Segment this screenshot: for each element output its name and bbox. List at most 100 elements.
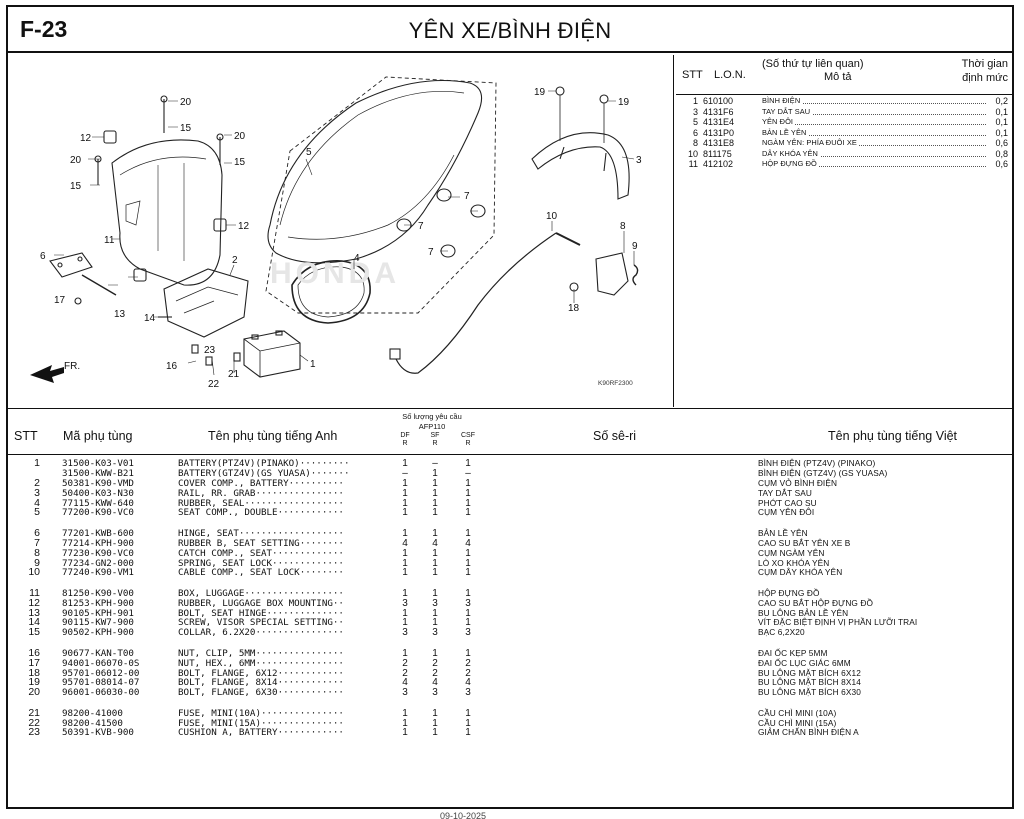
callout-23: 23 bbox=[204, 345, 216, 356]
callout-7c: 7 bbox=[428, 247, 434, 258]
part-qty-csf: 3 bbox=[465, 627, 471, 639]
labor-leader-dots bbox=[762, 134, 986, 136]
labor-header-related: (Số thứ tự liên quan) bbox=[762, 58, 864, 70]
part-name-en: COVER COMP., BATTERY·········· bbox=[178, 477, 344, 489]
luggage-box bbox=[111, 139, 223, 286]
part-stt: 8 bbox=[34, 546, 40, 559]
part-qty-sf: 2 bbox=[432, 667, 438, 679]
part-number: 31500-KWW-B21 bbox=[62, 467, 134, 479]
part-qty-sf: 1 bbox=[432, 617, 438, 629]
labor-desc: HỘP ĐỰNG ĐỒ bbox=[762, 159, 819, 170]
labor-leader-dots bbox=[762, 155, 986, 157]
labor-desc-text: HỘP ĐỰNG ĐỒ bbox=[762, 159, 819, 168]
part-number: 90105-KPH-901 bbox=[62, 607, 134, 619]
labor-desc: BẢN LỀ YÊN bbox=[762, 127, 809, 139]
part-name-en: BOLT, SEAT HINGE·············· bbox=[178, 607, 344, 619]
part-qty-sf: 1 bbox=[432, 727, 438, 739]
part-number: 77230-K90-VC0 bbox=[62, 547, 134, 559]
labor-header-stt: STT bbox=[682, 69, 703, 81]
part-qty-sf: 1 bbox=[432, 467, 438, 479]
callout-18: 18 bbox=[568, 303, 580, 314]
part-qty-csf: 1 bbox=[465, 717, 471, 729]
part-number: 81253-KPH-900 bbox=[62, 597, 134, 609]
part-name-vn: BU LÔNG MẶT BÍCH 8X14 bbox=[758, 677, 861, 688]
parts-header-name-vn: Tên phụ tùng tiếng Việt bbox=[828, 429, 958, 443]
labor-lon: 4131P0 bbox=[703, 127, 735, 138]
labor-time: 0,2 bbox=[986, 96, 1008, 107]
part-name-vn: TAY DẮT SAU bbox=[758, 487, 812, 498]
callout-15c: 15 bbox=[70, 181, 82, 192]
labor-stt: 11 bbox=[688, 159, 698, 169]
part-stt: 11 bbox=[29, 586, 40, 599]
labor-stt: 1 bbox=[692, 96, 698, 106]
part-number: 77234-GN2-000 bbox=[62, 557, 134, 569]
seat-group-outline bbox=[265, 76, 497, 314]
labor-header-lon: L.O.N. bbox=[714, 69, 746, 81]
part-stt: 21 bbox=[28, 706, 40, 719]
part-name-vn: BẠC 6,2X20 bbox=[758, 627, 805, 638]
part-name-en: FUSE, MINI(15A)··············· bbox=[178, 717, 344, 729]
callout-12b: 12 bbox=[238, 221, 250, 232]
part-name-en: CABLE COMP., SEAT LOCK········ bbox=[178, 567, 344, 579]
part-qty-sf: 1 bbox=[432, 497, 438, 509]
part-stt: 22 bbox=[28, 716, 40, 729]
part-number: 77214-KPH-900 bbox=[62, 537, 134, 549]
parts-header-serial: Số sê-ri bbox=[593, 429, 637, 443]
seat-lock-cable bbox=[395, 232, 557, 374]
labor-stt: 3 bbox=[692, 106, 698, 117]
part-number: 31500-K03-V01 bbox=[62, 458, 134, 469]
part-qty-csf: 1 bbox=[465, 497, 471, 509]
var-sf-sub: R bbox=[432, 440, 438, 447]
labor-stt: 5 bbox=[692, 117, 698, 127]
labor-time: 0,6 bbox=[986, 138, 1008, 149]
var-csf-sub: R bbox=[465, 440, 471, 447]
callout-12a: 12 bbox=[80, 133, 92, 144]
part-name-vn: CỤM YÊN ĐÔI bbox=[758, 507, 815, 518]
labor-time: 0,1 bbox=[986, 127, 1008, 138]
battery-cover bbox=[163, 268, 249, 338]
callout-16: 16 bbox=[166, 361, 178, 372]
part-name-vn: CAO SU BẮT YÊN XE B bbox=[758, 537, 851, 548]
part-qty-csf: 4 bbox=[465, 537, 471, 549]
part-name-en: NUT, HEX., 6MM················ bbox=[178, 657, 344, 669]
part-qty-df: 1 bbox=[402, 458, 408, 469]
callout-14: 14 bbox=[144, 313, 156, 324]
part-name-en: CATCH COMP., SEAT············· bbox=[178, 547, 344, 559]
part-qty-sf: 4 bbox=[432, 677, 438, 689]
part-name-en: BOLT, FLANGE, 8X14············ bbox=[178, 677, 344, 689]
callout-7a: 7 bbox=[464, 191, 470, 202]
part-qty-df: 4 bbox=[402, 677, 408, 689]
part-stt: 10 bbox=[28, 566, 40, 579]
labor-desc-text: TAY DẮT SAU bbox=[762, 106, 813, 116]
var-sf-label: SF bbox=[430, 432, 440, 439]
part-qty-sf: 1 bbox=[432, 607, 438, 619]
part-qty-sf: 1 bbox=[432, 527, 438, 539]
part-qty-sf: 1 bbox=[432, 647, 438, 659]
part-name-en: HINGE, SEAT··················· bbox=[178, 527, 344, 539]
labor-header-time-2: định mức bbox=[962, 72, 1008, 84]
part-qty-csf: 1 bbox=[465, 647, 471, 659]
part-name-vn: CẦU CHÌ MINI (10A) bbox=[758, 707, 837, 718]
part-qty-df: 1 bbox=[402, 487, 408, 499]
labor-desc-text: BÌNH ĐIỆN bbox=[762, 96, 803, 105]
part-qty-df: 1 bbox=[402, 507, 408, 519]
part-name-en: FUSE, MINI(10A)··············· bbox=[178, 707, 344, 719]
callout-5: 5 bbox=[306, 147, 312, 158]
part-stt: 23 bbox=[28, 726, 40, 739]
part-name-vn: HỘP ĐỰNG ĐỒ bbox=[758, 587, 820, 598]
parts-header-model: AFP110 bbox=[418, 422, 446, 431]
part-name-vn: BU LÔNG BẢN LỀ YÊN bbox=[758, 607, 849, 618]
labor-stt: 8 bbox=[692, 138, 698, 148]
